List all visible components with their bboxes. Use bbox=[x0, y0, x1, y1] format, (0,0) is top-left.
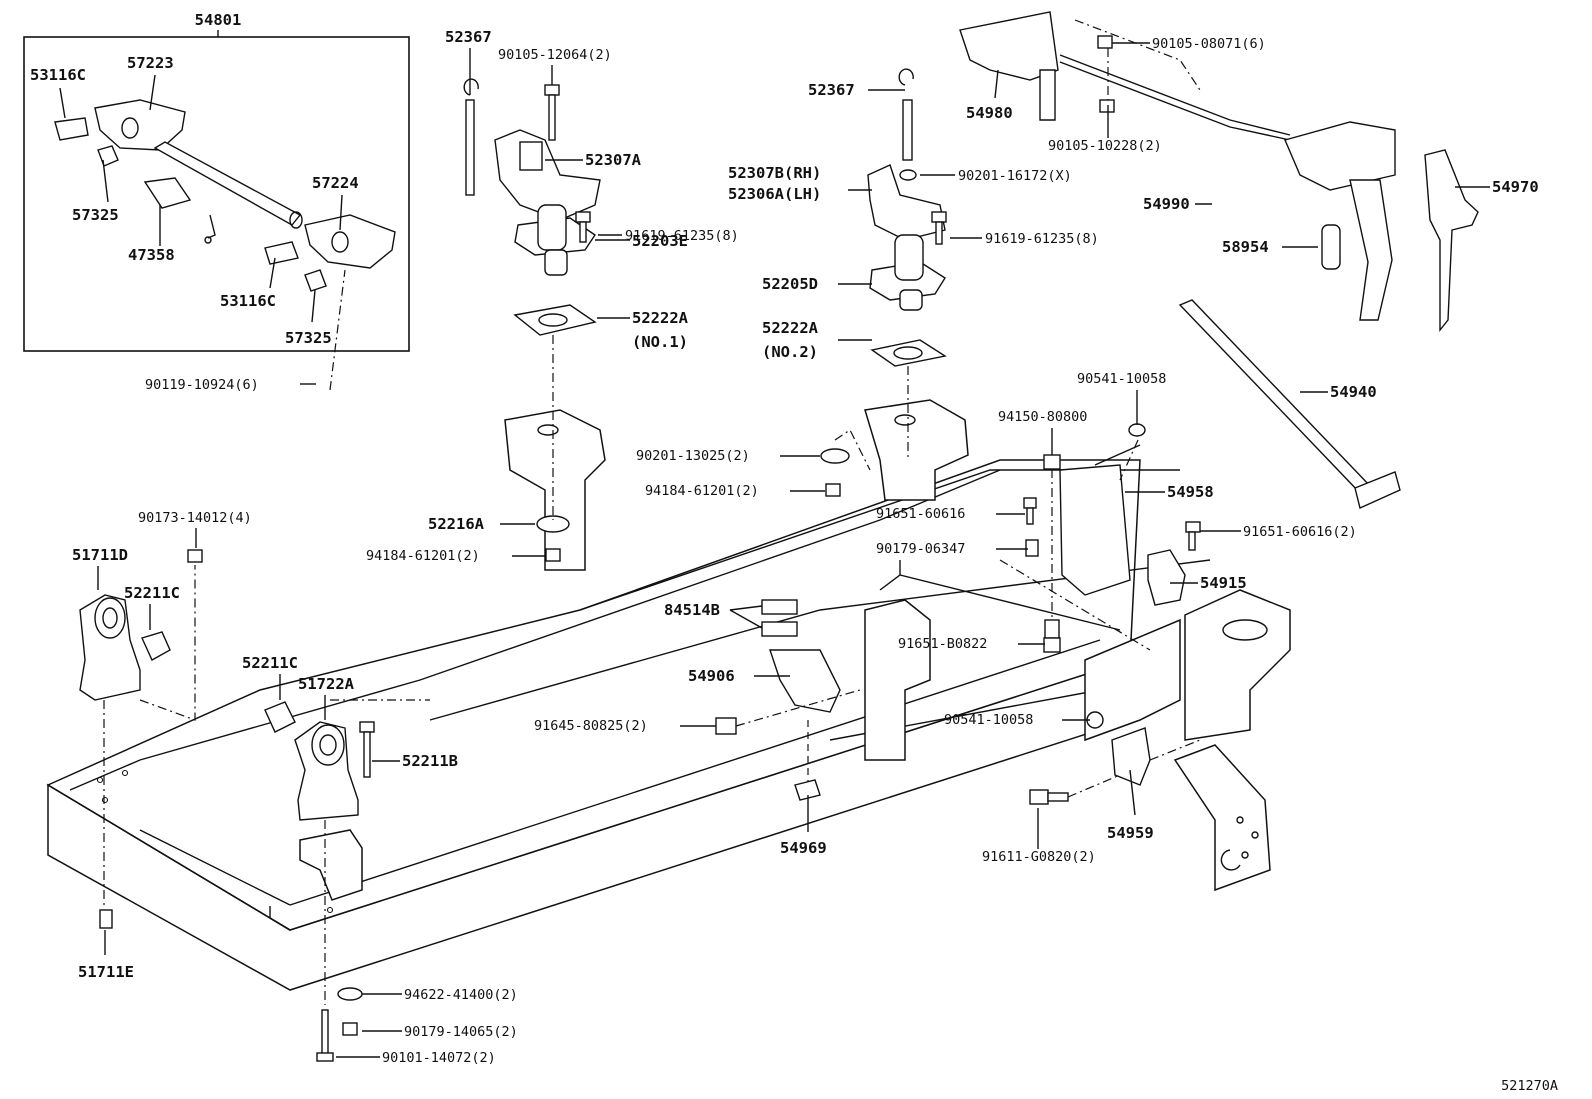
part-label-51722A: 51722A bbox=[298, 675, 355, 693]
leader-line-84514B bbox=[729, 609, 763, 629]
part-label-53116C_b: 53116C bbox=[220, 292, 276, 310]
part-label-51711D: 51711D bbox=[72, 546, 128, 564]
part-label-57325_a: 57325 bbox=[72, 206, 119, 224]
part-label-52203E: 52203E bbox=[632, 232, 688, 250]
leader-line-57325_a bbox=[102, 159, 109, 203]
part-label-57224: 57224 bbox=[312, 174, 359, 192]
part-label-90105-12064: 90105-12064(2) bbox=[498, 47, 612, 63]
leader-line-84514B bbox=[729, 605, 763, 611]
part-label-51711E: 51711E bbox=[78, 963, 134, 981]
part-label-91611-G0820: 91611-G0820(2) bbox=[982, 849, 1096, 865]
part-label-91651-B0822: 91651-B0822 bbox=[898, 636, 987, 652]
leader-line-57223 bbox=[149, 74, 156, 111]
part-label-90105-10228: 90105-10228(2) bbox=[1048, 138, 1162, 154]
part-label-91645-80825: 91645-80825(2) bbox=[534, 718, 648, 734]
leader-line-57325_b bbox=[311, 289, 316, 323]
part-label-54959: 54959 bbox=[1107, 824, 1154, 842]
part-label-52211B: 52211B bbox=[402, 752, 458, 770]
part-label-91651-60616_b: 91651-60616(2) bbox=[1243, 524, 1357, 540]
part-label-52216A: 52216A bbox=[428, 515, 485, 533]
part-label-54915: 54915 bbox=[1200, 574, 1247, 592]
part-label-91619-61235_b: 91619-61235(8) bbox=[985, 231, 1099, 247]
part-label-52306A: 52306A(LH) bbox=[728, 185, 821, 203]
part-label-52367_b: 52367 bbox=[808, 81, 855, 99]
part-label-90541-10058_b: 90541-10058 bbox=[944, 712, 1033, 728]
part-label-54980: 54980 bbox=[966, 104, 1013, 122]
front-brackets bbox=[715, 11, 1479, 805]
part-label-91651-60616_a: 91651-60616 bbox=[876, 506, 965, 522]
leader-line-53116C_b bbox=[269, 257, 276, 289]
part-label-90201-13025: 90201-13025(2) bbox=[636, 448, 750, 464]
part-label-94184-61201_a: 94184-61201(2) bbox=[645, 483, 759, 499]
part-label-52211C_b: 52211C bbox=[242, 654, 298, 672]
part-label-52222A_a: 52222A bbox=[632, 309, 689, 327]
part-label-90541-10058_a: 90541-10058 bbox=[1077, 371, 1166, 387]
part-label-54969: 54969 bbox=[780, 839, 827, 857]
part-label-90179-14065: 90179-14065(2) bbox=[404, 1024, 518, 1040]
rear-mounts bbox=[79, 549, 430, 1062]
figure-code: 521270A bbox=[1501, 1078, 1558, 1094]
part-label-54906: 54906 bbox=[688, 667, 735, 685]
leader-line-54980 bbox=[994, 69, 999, 99]
leader-line-57224 bbox=[339, 194, 343, 231]
part-label-52211C_a: 52211C bbox=[124, 584, 180, 602]
part-label-52367_a: 52367 bbox=[445, 28, 492, 46]
part-label-90173-14012: 90173-14012(4) bbox=[138, 510, 252, 526]
part-label-54970: 54970 bbox=[1492, 178, 1539, 196]
part-labels: 54801 53116C 57223 57325 47358 57224 53116C 573… bbox=[30, 11, 1539, 1066]
part-label-58954: 58954 bbox=[1222, 238, 1269, 256]
assembly-box-54801 bbox=[23, 36, 410, 352]
part-label-90119-10924: 90119-10924(6) bbox=[145, 377, 259, 393]
part-label-90201-16172: 90201-16172(X) bbox=[958, 168, 1072, 184]
part-label-NO1: (NO.1) bbox=[632, 333, 688, 351]
part-label-52222A_b: 52222A bbox=[762, 319, 819, 337]
part-label-54958: 54958 bbox=[1167, 483, 1214, 501]
part-label-57223: 57223 bbox=[127, 54, 174, 72]
part-label-84514B: 84514B bbox=[664, 601, 720, 619]
part-label-54801: 54801 bbox=[195, 11, 242, 29]
part-label-47358: 47358 bbox=[128, 246, 175, 264]
part-label-90179-06347: 90179-06347 bbox=[876, 541, 965, 557]
part-label-94622-41400: 94622-41400(2) bbox=[404, 987, 518, 1003]
leader-line-53116C_a bbox=[59, 87, 66, 119]
part-label-54990: 54990 bbox=[1143, 195, 1190, 213]
part-label-90101-14072: 90101-14072(2) bbox=[382, 1050, 496, 1066]
part-label-94184-61201_b: 94184-61201(2) bbox=[366, 548, 480, 564]
engine-mounts bbox=[329, 68, 947, 562]
part-label-91619-61235_a: 91619-61235(8) bbox=[625, 228, 739, 244]
part-label-53116C_a: 53116C bbox=[30, 66, 86, 84]
part-label-52205D: 52205D bbox=[762, 275, 818, 293]
part-label-90105-08071: 90105-08071(6) bbox=[1152, 36, 1266, 52]
part-label-57325_b: 57325 bbox=[285, 329, 332, 347]
part-label-94150-80800: 94150-80800 bbox=[998, 409, 1087, 425]
part-label-52307B: 52307B(RH) bbox=[728, 164, 821, 182]
leader-line-54959 bbox=[1129, 769, 1136, 816]
part-label-52307A: 52307A bbox=[585, 151, 642, 169]
part-label-NO2: (NO.2) bbox=[762, 343, 818, 361]
part-label-54940: 54940 bbox=[1330, 383, 1377, 401]
